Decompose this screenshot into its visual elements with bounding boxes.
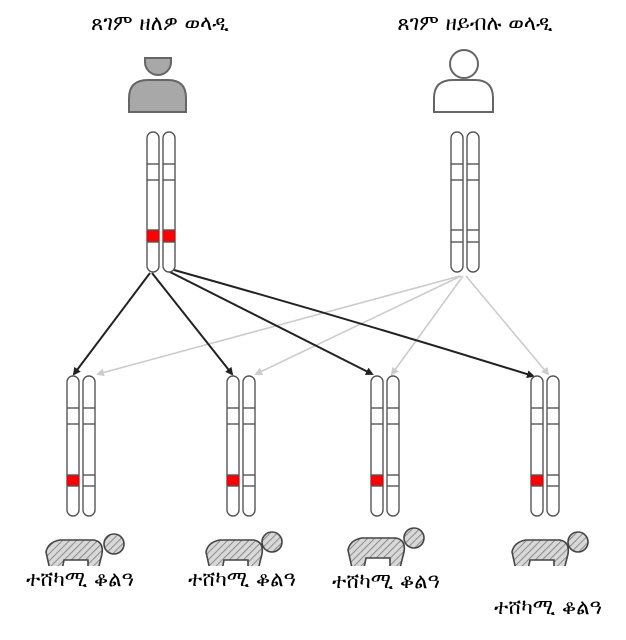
crawling-baby-icon xyxy=(205,531,283,571)
affected-parent-icon xyxy=(128,57,187,113)
mutation-band xyxy=(67,475,79,486)
child-4-label: ተሸካሚ ቆልዓ xyxy=(494,595,602,619)
arrow-affected-to-child-2 xyxy=(151,272,234,376)
mutation-band xyxy=(531,475,543,486)
affected-inheritance-arrows xyxy=(72,269,535,379)
baby-mask xyxy=(196,566,296,586)
arrow-unaffected-to-child-4 xyxy=(465,275,550,376)
crawling-baby-icon xyxy=(45,533,125,571)
mutation-band xyxy=(227,475,239,486)
arrow-unaffected-to-child-2 xyxy=(254,275,462,376)
unaffected-parent-chromosomes xyxy=(450,131,480,273)
child-1-label: ተሸካሚ ቆልዓ xyxy=(26,567,134,591)
arrow-affected-to-child-3 xyxy=(169,271,374,375)
child-2-label: ተሸካሚ ቆልዓ xyxy=(188,567,296,591)
mutation-band xyxy=(371,475,383,486)
child-3-chromosomes xyxy=(370,375,400,517)
affected-parent-chromosomes xyxy=(146,131,176,273)
crawling-baby-icon xyxy=(347,527,425,569)
arrow-unaffected-to-child-1 xyxy=(96,275,461,377)
unaffected-parent-icon xyxy=(433,49,494,113)
child-3-label: ተሸካሚ ቆልዓ xyxy=(332,569,440,593)
child-2-chromosomes xyxy=(226,375,256,517)
affected-parent-label: ጸገም ዘለዎ ወላዲ xyxy=(91,11,229,35)
child-1-chromosomes xyxy=(66,375,96,517)
baby-mask xyxy=(36,566,136,586)
unaffected-parent-label: ጸገም ዘይብሉ ወላዲ xyxy=(397,11,553,35)
arrow-unaffected-to-child-3 xyxy=(390,275,464,376)
arrow-affected-to-child-1 xyxy=(72,272,151,376)
crawling-baby-icon xyxy=(511,531,589,571)
baby-mask xyxy=(500,566,600,592)
mutation-band xyxy=(147,230,159,242)
arrow-affected-to-child-4 xyxy=(173,269,535,379)
mutation-band xyxy=(163,230,175,242)
unaffected-inheritance-arrows xyxy=(96,275,550,377)
baby-mask xyxy=(338,566,438,586)
child-4-chromosomes xyxy=(530,375,560,517)
